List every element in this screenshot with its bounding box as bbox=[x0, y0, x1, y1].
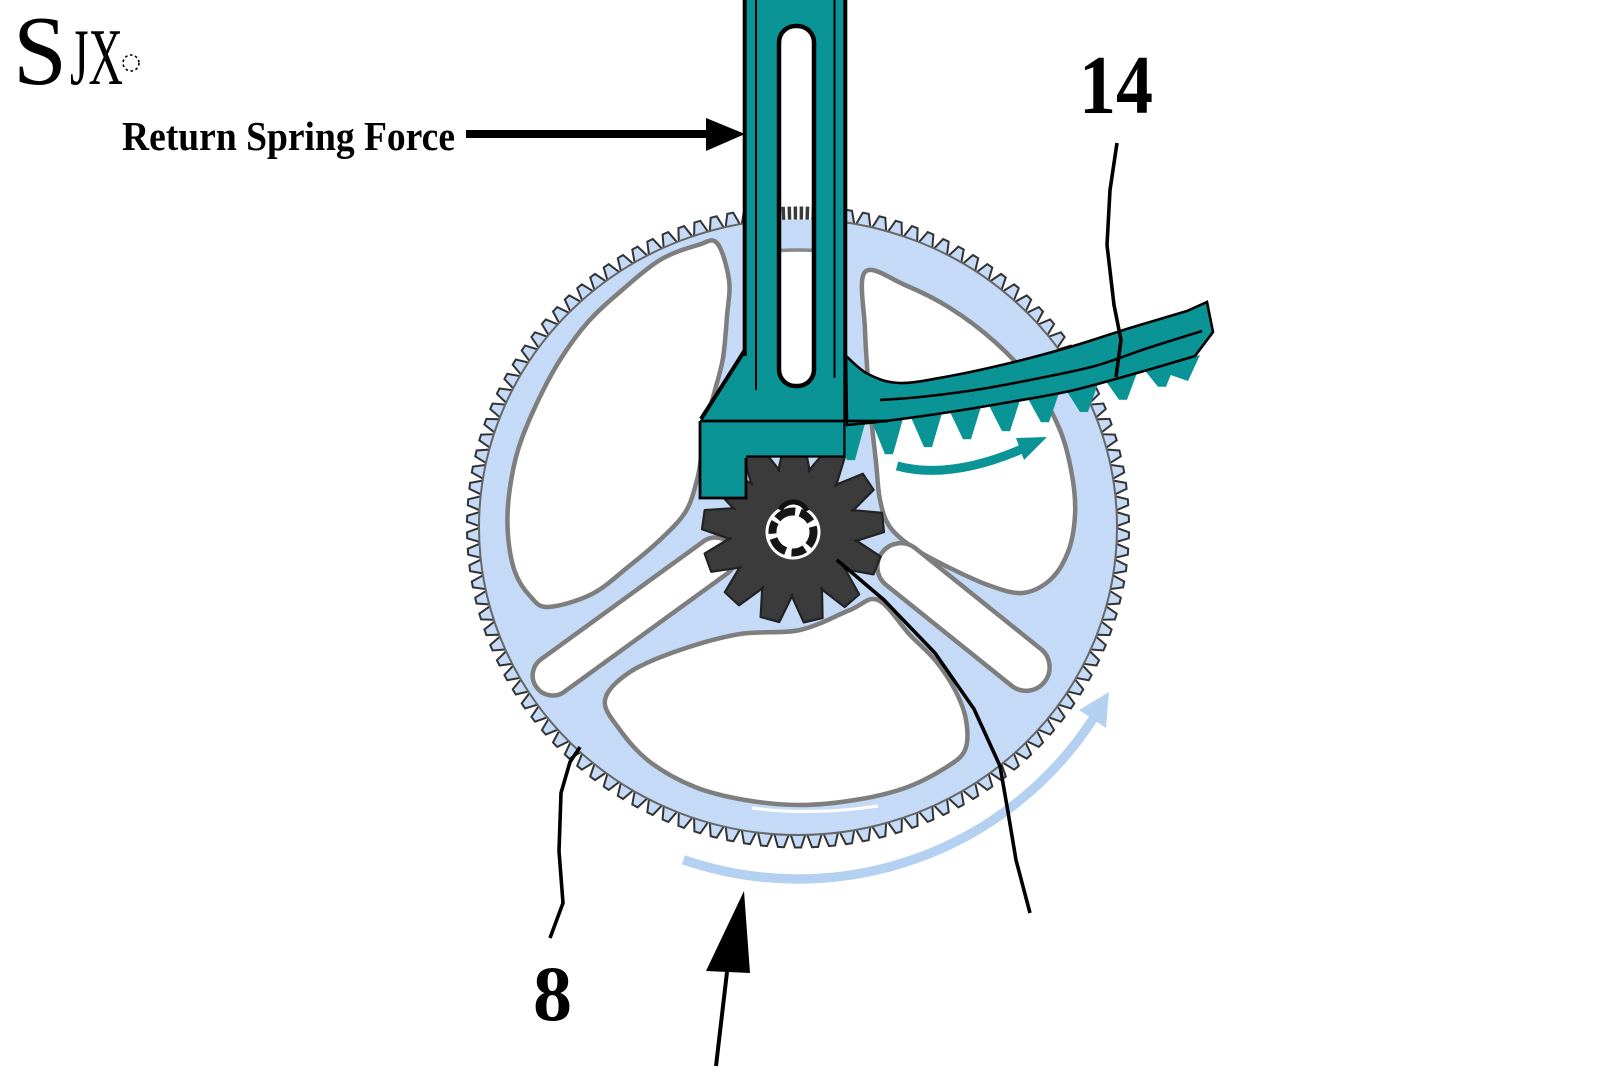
svg-text:14: 14 bbox=[1079, 39, 1153, 132]
svg-text:JX: JX bbox=[70, 14, 123, 102]
svg-text:S: S bbox=[13, 0, 67, 106]
svg-text:8: 8 bbox=[533, 950, 572, 1037]
svg-text:Return Spring Force: Return Spring Force bbox=[122, 113, 455, 159]
